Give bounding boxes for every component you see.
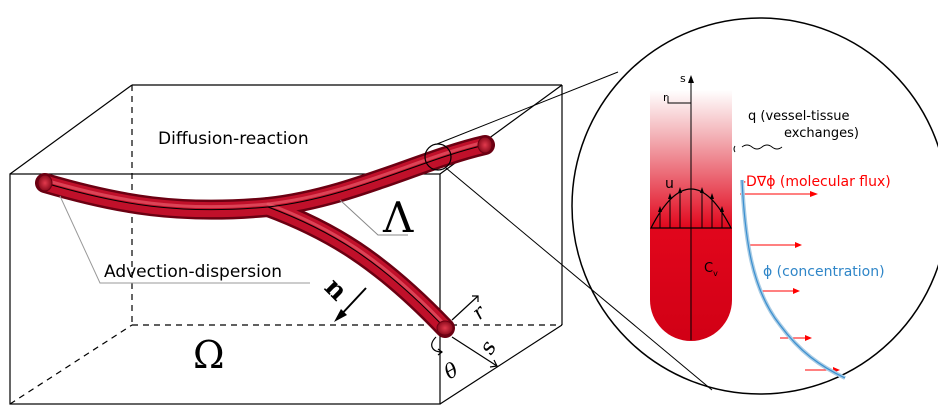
box-edge-bl — [9, 324, 133, 405]
vessel-network — [35, 135, 495, 338]
exchange-wavy-arrow — [741, 144, 783, 150]
advection-dispersion-label: Advection-dispersion — [104, 262, 282, 282]
zoom-r-label: r — [663, 91, 668, 104]
box-edge-br — [439, 324, 563, 405]
advection-leader-line — [59, 195, 310, 284]
zoom-r-marker — [667, 96, 691, 104]
normal-label: n — [318, 272, 353, 307]
normal-arrowhead — [334, 309, 347, 322]
diffusion-reaction-label: Diffusion-reaction — [158, 129, 309, 149]
vessel-cap-left — [37, 174, 53, 192]
vessel-branch — [260, 199, 453, 336]
zoom-connector-bottom — [445, 167, 713, 391]
zoom-circle — [571, 17, 938, 395]
coord-s-label: s — [475, 337, 502, 359]
zoom-connector-top — [436, 71, 619, 145]
box-edge-tl — [9, 84, 133, 175]
local-coordinates — [431, 295, 498, 368]
tissue-concentration-label: ϕ (concentration) — [763, 264, 885, 280]
box-front-face — [9, 173, 441, 405]
coord-theta-label: θ — [440, 357, 462, 384]
vessel-cap-right — [477, 136, 493, 154]
exchange-label-line1: q (vessel-tissue — [748, 109, 850, 124]
exchange-label-line2: exchanges) — [784, 126, 859, 141]
velocity-arrows — [659, 190, 723, 228]
flux-arrows — [740, 193, 833, 371]
zoom-s-label: s — [680, 72, 686, 85]
lambda-label: Λ — [382, 193, 414, 242]
coord-r-label: r — [467, 299, 491, 324]
velocity-label: u — [665, 176, 674, 192]
vessel-concentration-label: Cv — [704, 261, 718, 278]
omega-label: Ω — [193, 333, 225, 377]
molecular-flux-label: -D∇ϕ (molecular flux) — [741, 174, 891, 190]
vessel-cap-bottom — [436, 320, 454, 336]
lambda-leader-line — [339, 199, 408, 236]
